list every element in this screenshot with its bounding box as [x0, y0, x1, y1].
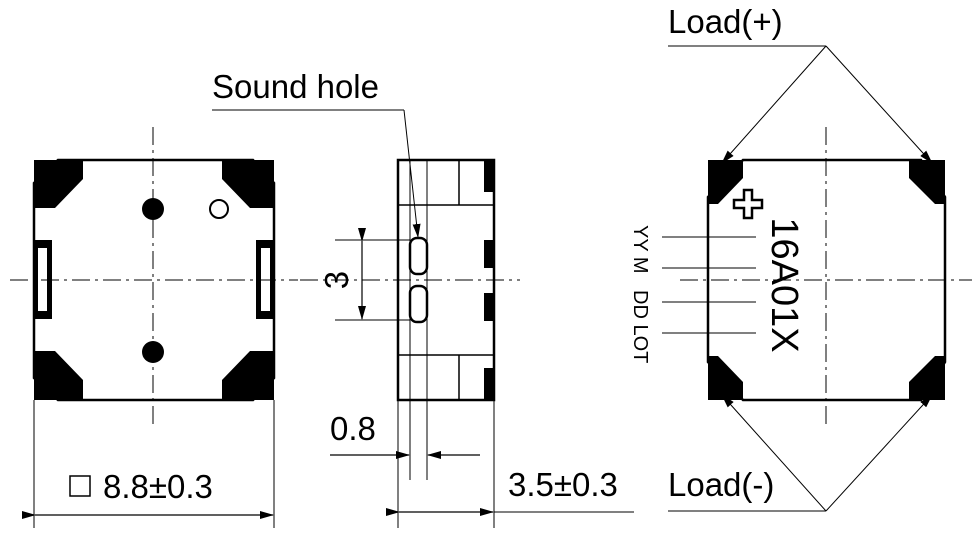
- dot-top: [142, 198, 164, 220]
- load-minus-leader-left: [721, 394, 827, 512]
- side-view: 3 Sound hole 0.8 3.5±0.3: [212, 68, 634, 528]
- terminal-mid-upper: [484, 240, 494, 268]
- pad-bottom-right: [222, 351, 274, 400]
- load-plus-leader-right: [825, 45, 933, 164]
- load-minus-label: Load(-): [668, 466, 774, 503]
- sound-hole-lower: [408, 284, 429, 324]
- sound-hole-leader: [403, 109, 421, 238]
- side-slot-right: [256, 240, 274, 319]
- dot-bottom: [142, 341, 164, 363]
- terminal-bottom: [484, 368, 494, 400]
- terminal-top: [484, 160, 494, 192]
- dim-height-label: 3: [318, 271, 355, 289]
- side-view-body: [396, 158, 496, 402]
- side-slot-left: [34, 240, 52, 319]
- top-view: 8.8±0.3: [10, 127, 298, 528]
- dim-width-label: 8.8±0.3: [103, 468, 213, 505]
- marking-legend-2: DD LOT: [629, 290, 651, 363]
- sound-hole-upper: [408, 236, 429, 276]
- load-plus-leader-left: [721, 45, 827, 164]
- pad-bottom-left: [34, 351, 83, 400]
- pad-top-right: [222, 160, 274, 208]
- sound-hole-label: Sound hole: [212, 68, 379, 105]
- load-minus-leader-right: [825, 394, 933, 512]
- square-symbol: [69, 475, 91, 497]
- marking-view: 16A01X YY M DD LOT Load(+) Load(-): [629, 3, 972, 512]
- pad-top-left: [34, 160, 83, 208]
- dim-thickness-label: 3.5±0.3: [508, 466, 618, 503]
- marking-pad-top-left: [708, 160, 743, 204]
- polarity-circle: [209, 199, 229, 219]
- terminal-mid-lower: [484, 293, 494, 321]
- load-plus-label: Load(+): [668, 3, 783, 40]
- polarity-plus-mark: [732, 188, 764, 220]
- dim-hole-label: 0.8: [330, 410, 376, 447]
- marking-pad-top-right: [909, 160, 945, 204]
- marking-legend-1: YY M: [629, 225, 651, 274]
- marking-code: 16A01X: [763, 217, 805, 352]
- marking-pad-bottom-left: [708, 356, 743, 400]
- marking-pad-bottom-right: [909, 356, 945, 400]
